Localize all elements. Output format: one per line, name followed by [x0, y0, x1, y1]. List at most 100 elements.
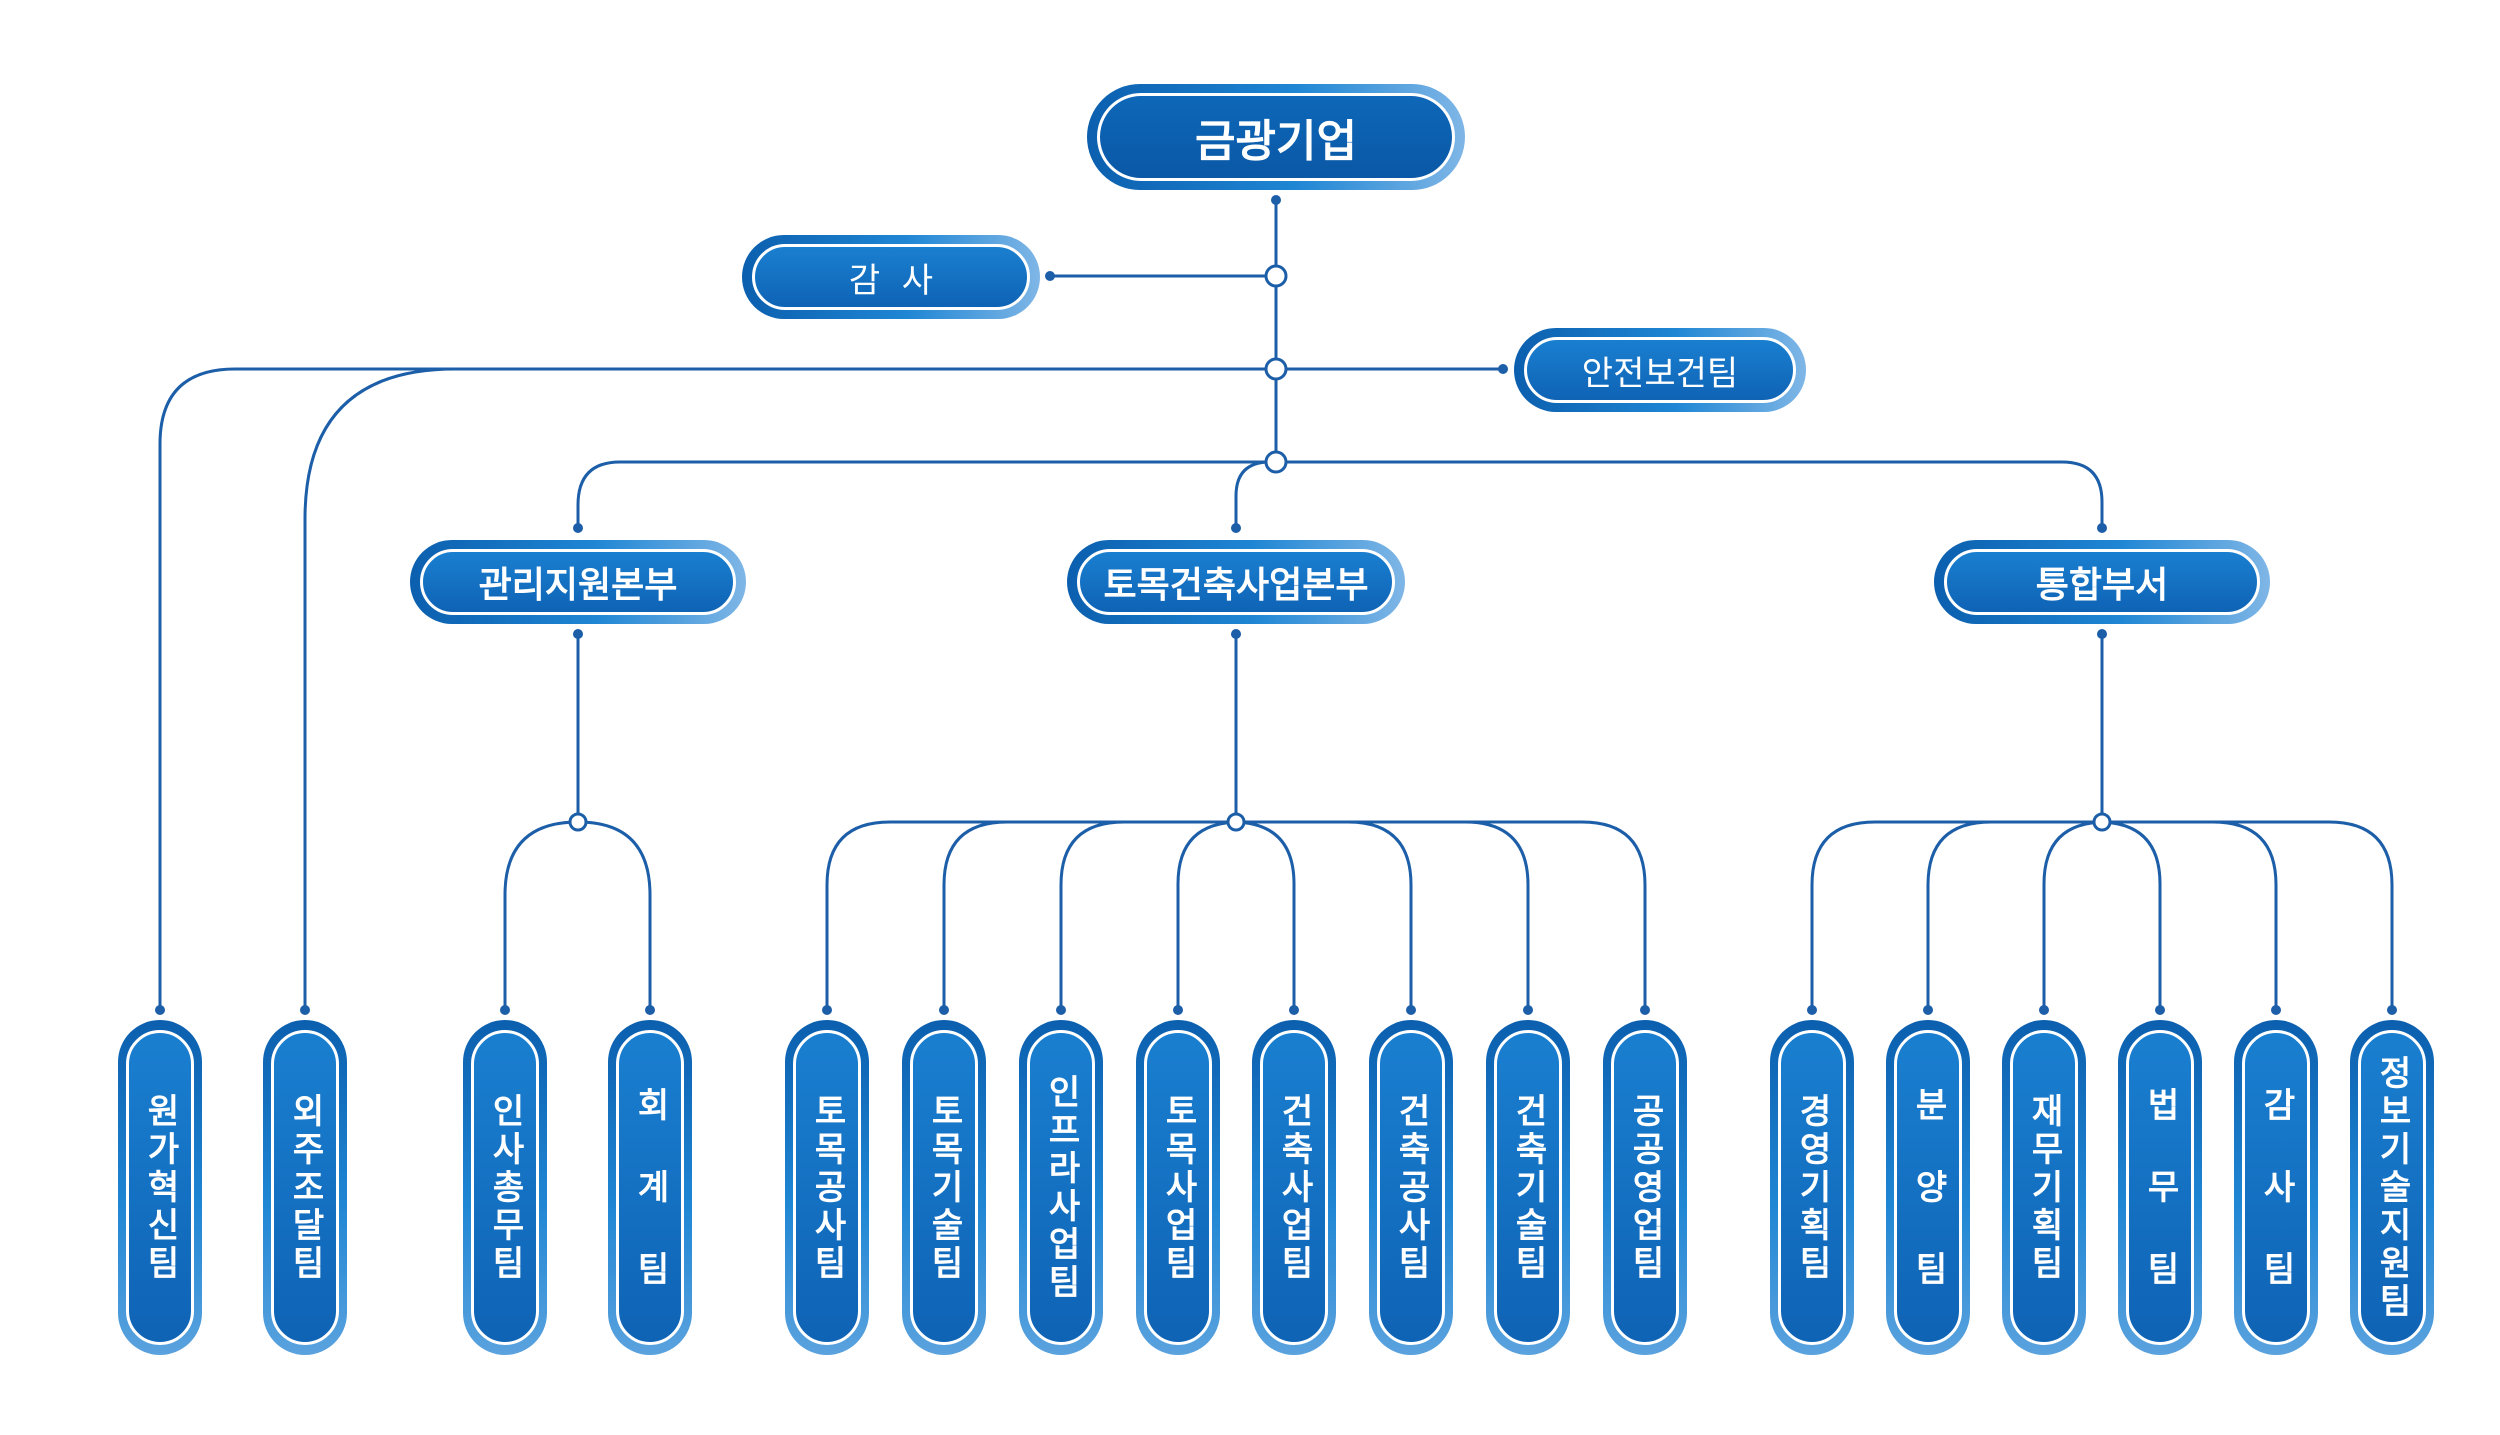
end-dot	[1807, 1005, 1817, 1015]
division-construction-label: 토목건축사업본부	[1077, 549, 1395, 615]
end-dot	[1231, 629, 1241, 639]
team-label: 건축사업팀	[1260, 1030, 1328, 1345]
junction-audit	[1264, 264, 1288, 288]
end-dot	[500, 1005, 510, 1015]
end-dot	[1640, 1005, 1650, 1015]
team-node: 건축공사팀	[1369, 1020, 1453, 1355]
team-label: 분 양 팀	[1894, 1030, 1962, 1345]
team-label: 토목사업팀	[1144, 1030, 1212, 1345]
construction-team-connector-8	[1236, 820, 1647, 1010]
team-label: 토목기술팀	[910, 1030, 978, 1345]
end-dot	[1498, 364, 1508, 374]
team-node: 인사총무팀	[463, 1020, 547, 1355]
end-dot	[1289, 1005, 1299, 1015]
end-dot	[2039, 1005, 2049, 1015]
end-dot	[573, 629, 583, 639]
team-label: 건축공사팀	[1377, 1030, 1445, 1345]
team-node: 외주조달팀	[263, 1020, 347, 1355]
end-dot	[1523, 1005, 1533, 1015]
integrated-team-connector-1	[1810, 820, 2102, 1010]
team-label: 인프라사업팀	[1027, 1030, 1095, 1345]
integrated-team-connector-2	[1926, 820, 2102, 1010]
junction-integrated	[2092, 812, 2112, 832]
division-connector-mid	[1234, 460, 1276, 528]
end-dot	[1271, 195, 1281, 205]
end-dot	[1923, 1005, 1933, 1015]
division-integrated: 통합부서	[1934, 540, 2270, 624]
construction-team-connector-2	[942, 820, 1236, 1010]
integrated-team-connector-6	[2102, 820, 2394, 1010]
team-label: 법 무 팀	[2126, 1030, 2194, 1345]
team-node: 토목공사팀	[785, 1020, 869, 1355]
safety-label: 안전보건팀	[1524, 337, 1796, 403]
end-dot	[939, 1005, 949, 1015]
end-dot	[2387, 1005, 2397, 1015]
team-label: 공공영업팀	[1611, 1030, 1679, 1345]
root-label: 금광기업	[1097, 93, 1455, 181]
division-management-label: 관리지원본부	[420, 549, 736, 615]
team-node: 법 무 팀	[2118, 1020, 2202, 1355]
root-node: 금광기업	[1087, 84, 1465, 190]
independent-connector-2	[303, 367, 1276, 1010]
team-node: 인프라사업팀	[1019, 1020, 1103, 1355]
team-label: 회 계 팀	[616, 1030, 684, 1345]
end-dot	[2097, 523, 2107, 533]
end-dot	[822, 1005, 832, 1015]
junction-construction	[1226, 812, 1246, 832]
end-dot	[2155, 1005, 2165, 1015]
division-connector-left	[576, 460, 1276, 528]
junction-safety	[1264, 357, 1288, 381]
team-label: 인사총무팀	[471, 1030, 539, 1345]
team-label: 감 사 팀	[2242, 1030, 2310, 1345]
construction-team-connector-7	[1236, 820, 1530, 1010]
team-node: 회 계 팀	[608, 1020, 692, 1355]
junction-divisions	[1264, 450, 1288, 474]
audit-node: 감 사	[742, 235, 1040, 319]
end-dot	[2097, 629, 2107, 639]
team-label: 건축기술팀	[1494, 1030, 1562, 1345]
team-node: 분 양 팀	[1886, 1020, 1970, 1355]
end-dot	[1056, 1005, 1066, 1015]
integrated-team-connector-3	[2042, 820, 2107, 1010]
integrated-team-connector-5	[2102, 820, 2278, 1010]
team-node: 원가혁신팀	[118, 1020, 202, 1355]
construction-team-connector-6	[1236, 820, 1413, 1010]
division-management: 관리지원본부	[410, 540, 746, 624]
division-integrated-label: 통합부서	[1944, 549, 2260, 615]
audit-label: 감 사	[752, 244, 1030, 310]
end-dot	[573, 523, 583, 533]
end-dot	[300, 1005, 310, 1015]
team-node: 공공영업팀	[1603, 1020, 1687, 1355]
end-dot	[1231, 523, 1241, 533]
division-construction: 토목건축사업본부	[1067, 540, 1405, 624]
team-node: 경영기획팀	[1770, 1020, 1854, 1355]
safety-node: 안전보건팀	[1514, 328, 1806, 412]
construction-team-connector-5	[1231, 820, 1296, 1010]
team-node: 재무기획팀	[2002, 1020, 2086, 1355]
construction-team-connector-1	[825, 820, 1236, 1010]
independent-connector-1	[158, 367, 1276, 1010]
team-label: 토목공사팀	[793, 1030, 861, 1345]
end-dot	[645, 1005, 655, 1015]
team-label: 원가혁신팀	[126, 1030, 194, 1345]
division-connector-right	[1276, 460, 2104, 528]
team-label: 정보기술지원팀	[2358, 1030, 2426, 1345]
team-node: 토목사업팀	[1136, 1020, 1220, 1355]
team-node: 정보기술지원팀	[2350, 1020, 2434, 1355]
construction-team-connector-4	[1176, 820, 1241, 1010]
construction-team-connector-3	[1059, 820, 1236, 1010]
management-team-connector-2	[577, 820, 652, 1010]
end-dot	[1045, 271, 1055, 281]
team-node: 건축사업팀	[1252, 1020, 1336, 1355]
management-team-connector-1	[503, 820, 579, 1010]
team-label: 경영기획팀	[1778, 1030, 1846, 1345]
end-dot	[2271, 1005, 2281, 1015]
team-node: 토목기술팀	[902, 1020, 986, 1355]
team-node: 건축기술팀	[1486, 1020, 1570, 1355]
integrated-team-connector-4	[2097, 820, 2162, 1010]
team-label: 재무기획팀	[2010, 1030, 2078, 1345]
team-node: 감 사 팀	[2234, 1020, 2318, 1355]
end-dot	[155, 1005, 165, 1015]
end-dot	[1406, 1005, 1416, 1015]
